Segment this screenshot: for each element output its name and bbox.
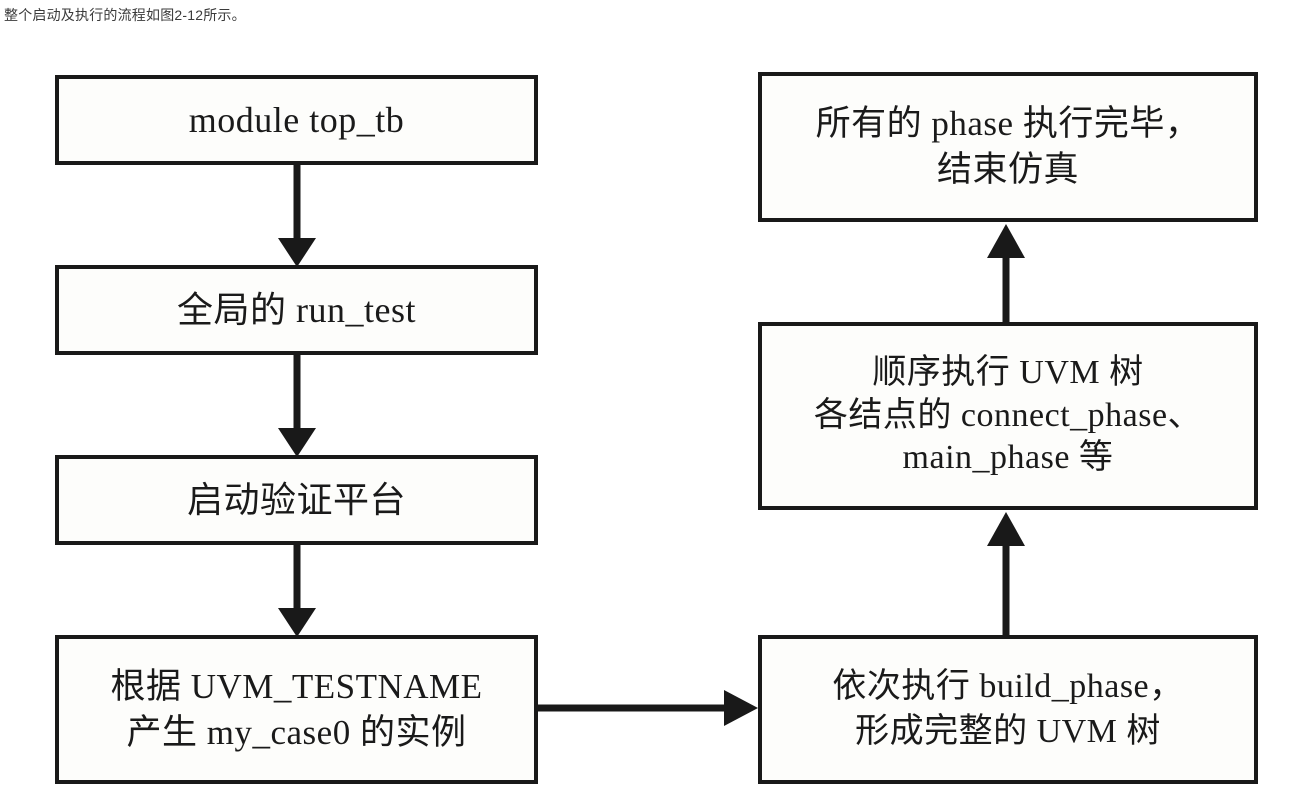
edge-top-tb-to-run-test [278,165,316,267]
node-label: 启动验证平台 [186,479,406,520]
node-module-top-tb[interactable]: module top_tb [55,75,538,165]
node-label: 顺序执行 UVM 树 各结点的 connect_phase、 main_phas… [813,353,1203,477]
edge-run-test-to-start-bench [278,355,316,457]
node-label: 所有的 phase 执行完毕， 结束仿真 [815,103,1201,189]
edge-start-bench-to-create-case [278,545,316,637]
node-finish-simulation[interactable]: 所有的 phase 执行完毕， 结束仿真 [758,72,1258,222]
node-execute-remaining-phases[interactable]: 顺序执行 UVM 树 各结点的 connect_phase、 main_phas… [758,322,1258,510]
figure-caption: 整个启动及执行的流程如图2-12所示。 [4,7,246,23]
node-start-testbench[interactable]: 启动验证平台 [55,455,538,545]
edge-build-phase-to-run-phases [987,512,1025,635]
node-label: 依次执行 build_phase， 形成完整的 UVM 树 [832,668,1184,750]
node-label: module top_tb [188,99,405,140]
node-create-case-instance[interactable]: 根据 UVM_TESTNAME 产生 my_case0 的实例 [55,635,538,784]
node-label: 根据 UVM_TESTNAME 产生 my_case0 的实例 [110,667,483,752]
node-label: 全局的 run_test [177,289,416,330]
node-execute-build-phase[interactable]: 依次执行 build_phase， 形成完整的 UVM 树 [758,635,1258,784]
edge-create-case-to-build-phase [538,690,758,726]
edge-run-phases-to-finish [987,224,1025,322]
node-global-run-test[interactable]: 全局的 run_test [55,265,538,355]
